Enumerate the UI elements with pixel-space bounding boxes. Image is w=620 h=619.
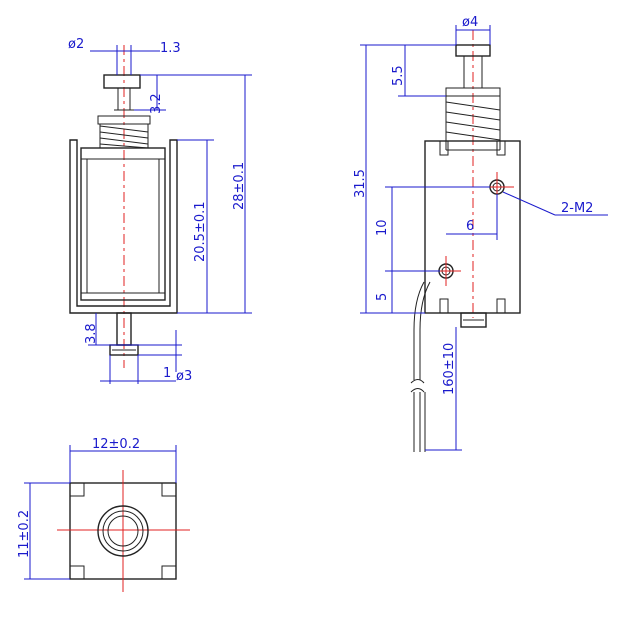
side-hole-bottom: 5 <box>375 293 390 301</box>
side-hole-offset: 6 <box>466 219 474 234</box>
side-hole-spacing: 10 <box>375 219 390 236</box>
front-bottom-length: 3.8 <box>84 323 99 344</box>
bottom-depth: 11±0.2 <box>17 510 32 558</box>
front-view: ø2 1.3 3.2 20.5±0.1 28±0.1 3.8 1 ø3 <box>68 37 252 384</box>
front-plunger-offset: 1.3 <box>160 41 181 56</box>
side-head-dia: ø4 <box>462 15 478 30</box>
bottom-view: 12±0.2 11±0.2 <box>17 437 190 592</box>
front-overall-height: 28±0.1 <box>232 162 247 210</box>
front-plunger-dia: ø2 <box>68 37 84 52</box>
front-head-height: 3.2 <box>149 93 164 114</box>
side-view: ø4 5.5 31.5 10 5 6 2-M2 160±10 <box>353 15 608 452</box>
bottom-width: 12±0.2 <box>92 437 140 452</box>
side-mount-thread: 2-M2 <box>561 201 593 216</box>
front-bottom-step: 1 <box>163 366 171 381</box>
side-head-height: 5.5 <box>391 65 406 86</box>
side-lead-length: 160±10 <box>442 343 457 395</box>
front-body-height: 20.5±0.1 <box>193 201 208 262</box>
side-overall-height: 31.5 <box>353 169 368 198</box>
front-bottom-dia: ø3 <box>176 369 192 384</box>
